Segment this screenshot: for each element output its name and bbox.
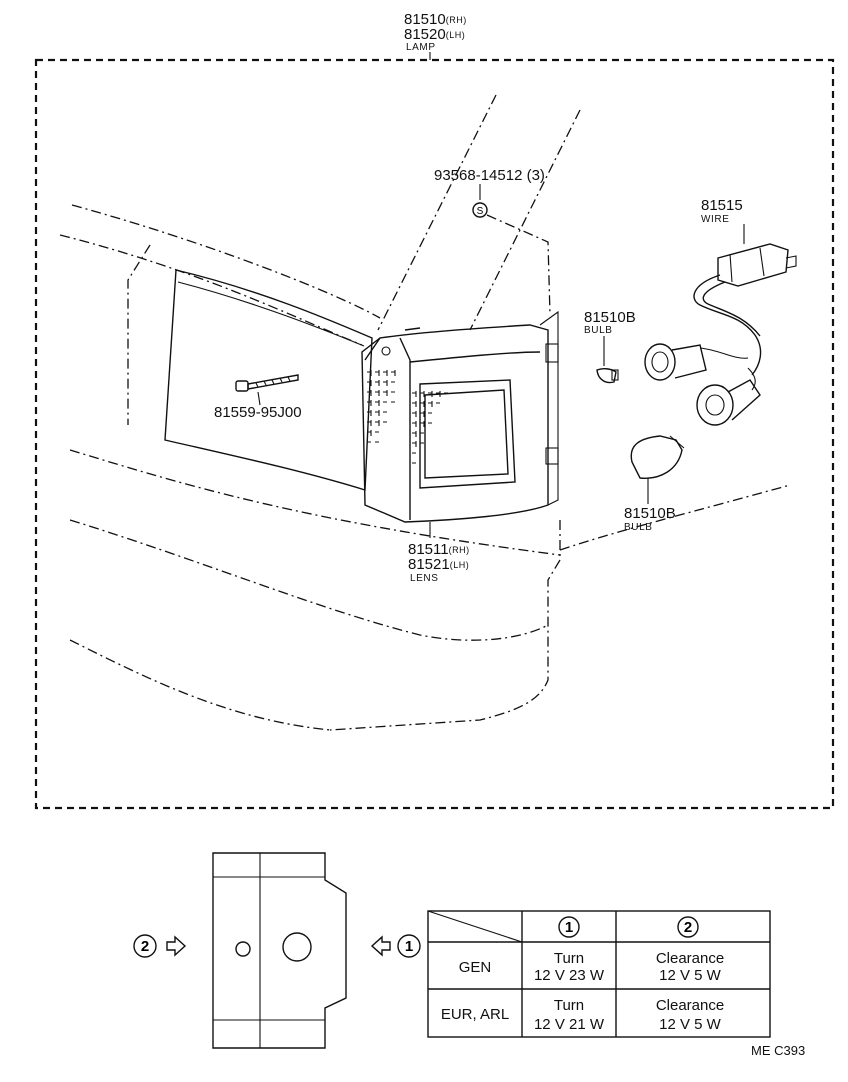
svg-text:81510B: 81510B — [584, 309, 636, 326]
row-gen-market: GEN — [459, 959, 492, 976]
row-gen-turn: Turn — [554, 950, 584, 967]
svg-text:WIRE: WIRE — [701, 214, 730, 225]
diagram-code: ME C393 — [751, 1043, 805, 1058]
svg-text:81521(LH): 81521(LH) — [408, 556, 469, 573]
svg-text:81510B: 81510B — [624, 505, 676, 522]
svg-text:81510(RH): 81510(RH) — [404, 11, 467, 28]
lamp-label: 81510(RH) 81520(LH) LAMP — [404, 11, 467, 60]
lens-label: 81511(RH) 81521(LH) LENS — [408, 541, 470, 584]
vehicle-body-outline — [59, 94, 791, 731]
row-gen-clearance-spec: 12 V 5 W — [659, 967, 722, 984]
row-gen-turn-spec: 12 V 23 W — [534, 967, 605, 984]
row-eur-turn: Turn — [554, 997, 584, 1014]
assembly-boundary — [34, 58, 835, 810]
svg-text:BULB: BULB — [584, 325, 613, 336]
lamp-side-view — [212, 852, 347, 1049]
s-symbol: S — [477, 206, 484, 217]
svg-text:LAMP: LAMP — [406, 42, 436, 53]
svg-text:93568-14512 (3): 93568-14512 (3) — [434, 167, 545, 184]
wire-harness-81515: 81515 WIRE — [644, 197, 797, 426]
svg-text:81559-95J00: 81559-95J00 — [214, 404, 302, 421]
row-eur-clearance-spec: 12 V 5 W — [659, 1016, 722, 1033]
svg-text:81515: 81515 — [701, 197, 743, 214]
svg-text:1: 1 — [405, 938, 413, 955]
svg-text:LENS: LENS — [410, 573, 439, 584]
turn-signal-lamp-assembly — [361, 310, 559, 538]
row-eur-clearance: Clearance — [656, 997, 724, 1014]
svg-text:81520(LH): 81520(LH) — [404, 26, 465, 43]
view-marker-1: 1 — [370, 934, 421, 958]
bulb-small: 81510B BULB — [584, 309, 636, 384]
bulb-large: 81510B BULB — [624, 435, 685, 533]
svg-text:2: 2 — [684, 919, 692, 936]
socket-upper — [644, 343, 749, 381]
svg-text:1: 1 — [565, 919, 573, 936]
svg-text:2: 2 — [141, 938, 149, 955]
row-eur-market: EUR, ARL — [441, 1006, 509, 1023]
table-header-2: 2 — [677, 916, 699, 938]
bulb-spec-table: 1 2 GEN Turn 12 V 23 W Clearance 12 V 5 … — [427, 910, 771, 1038]
screw-81559: 81559-95J00 — [214, 374, 302, 421]
lens-grid — [367, 370, 448, 464]
row-gen-clearance: Clearance — [656, 950, 724, 967]
row-eur-turn-spec: 12 V 21 W — [534, 1016, 605, 1033]
table-header-1: 1 — [558, 916, 580, 938]
svg-text:BULB: BULB — [624, 522, 653, 533]
socket-lower — [696, 367, 761, 426]
view-marker-2: 2 — [133, 934, 187, 958]
bolt-93568: 93568-14512 (3) S — [434, 167, 551, 316]
svg-text:81511(RH): 81511(RH) — [408, 541, 470, 558]
